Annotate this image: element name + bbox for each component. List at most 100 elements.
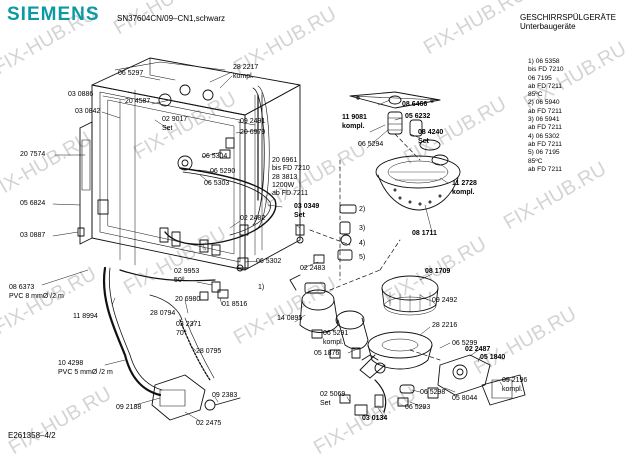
drain-pump <box>339 354 526 416</box>
part-label: PVC 8 mmØ /2 m <box>9 293 64 300</box>
part-label: 02 9017 <box>162 116 188 123</box>
part-label: 28 0795 <box>196 348 222 355</box>
part-label: 06 5297 <box>118 70 144 77</box>
part-label: 02 5069 <box>320 391 346 398</box>
sensor-parts <box>337 204 357 261</box>
callout-number: 5) <box>359 254 366 261</box>
assembly-guides <box>309 133 441 361</box>
brand-logo: SIEMENS <box>7 4 100 25</box>
part-label: 08 1711 <box>412 230 437 237</box>
part-label: 09 2188 <box>116 404 142 411</box>
part-label: 20 6979 <box>240 129 266 136</box>
inlet-valve <box>151 374 241 421</box>
legend-line: ab FD 7211 <box>528 140 562 148</box>
callout-number: 1) <box>258 284 265 291</box>
part-label: 06 5291 <box>323 330 349 337</box>
part-label: 11 8994 <box>73 313 98 320</box>
part-label: 06 5302 <box>256 258 282 265</box>
part-label: Set <box>320 400 331 407</box>
part-label: bis FD 7210 <box>272 165 310 172</box>
part-label: 06 5299 <box>452 340 478 347</box>
part-label: kompl. <box>342 123 365 130</box>
part-label: 05 8044 <box>452 395 478 402</box>
part-label: kompl. <box>233 73 254 80</box>
part-label: 03 0886 <box>68 91 94 98</box>
legend-line: 85ºC <box>528 91 543 99</box>
category-title: GESCHIRRSPÜLGERÄTE <box>520 13 617 22</box>
part-label: 05 6824 <box>20 200 46 207</box>
part-label: 06 5293 <box>405 404 431 411</box>
part-label: 08 6466 <box>402 101 428 108</box>
part-label: 20 6961 <box>272 157 298 164</box>
part-label: 06 5304 <box>202 153 228 160</box>
drain-hose <box>102 266 216 397</box>
part-label: 09 2492 <box>432 297 458 304</box>
part-label: 28 0794 <box>150 310 176 317</box>
part-label: 20 6980 <box>175 296 201 303</box>
part-label: 10 4298 <box>58 360 84 367</box>
part-label: 03 0349 <box>294 203 320 210</box>
part-label: 20 7574 <box>20 151 46 158</box>
part-label: 11 9081 <box>342 114 367 121</box>
part-label: 70º <box>176 330 187 337</box>
part-label: kompl. <box>502 386 523 393</box>
part-label: 02 9953 <box>174 268 200 275</box>
part-label: 02 2475 <box>196 420 222 427</box>
legend-line: ab FD 7211 <box>528 107 562 115</box>
callout-number: 2) <box>359 206 366 213</box>
circulation-pump <box>289 274 369 359</box>
part-label: 05 1876 <box>314 350 340 357</box>
part-label: 1200W <box>272 182 295 189</box>
part-label: 28 2216 <box>432 322 458 329</box>
leader-lines <box>41 71 503 422</box>
part-label: 28 2217 <box>233 64 259 71</box>
part-label: 08 1709 <box>425 268 451 275</box>
pump-sump <box>359 331 433 379</box>
part-label: kompl. <box>452 189 475 196</box>
probe <box>257 94 263 201</box>
part-label: 03 0887 <box>20 232 46 239</box>
part-label: 06 5303 <box>204 180 230 187</box>
part-label: 08 4240 <box>418 129 444 136</box>
part-label: 06 5290 <box>210 168 236 175</box>
part-label: 11 2728 <box>452 180 477 187</box>
part-label: kompl. <box>323 339 344 346</box>
legend-line: ab FD 7211 <box>528 165 562 173</box>
footnote-legend: 1) 06 5358 bis FD 7210 06 7195 ab FD 721… <box>528 58 564 174</box>
part-label: 01 8516 <box>222 301 248 308</box>
legend-line: 3) 06 5941 <box>528 116 560 124</box>
part-label: 28 3813 <box>272 174 298 181</box>
legend-line: 85ºC <box>528 157 543 165</box>
legend-line: ab FD 7211 <box>528 82 562 90</box>
callout-number: 3) <box>359 225 366 232</box>
part-label: ab FD 7211 <box>272 190 309 197</box>
legend-line: 1) 06 5358 <box>528 58 560 65</box>
legend-line: bis FD 7210 <box>528 66 564 74</box>
legend-line: 06 7195 <box>528 74 552 82</box>
heater-element <box>159 167 277 247</box>
legend-line: 2) 06 5940 <box>528 99 560 107</box>
small-parts <box>77 84 325 301</box>
part-label: 20 4587 <box>125 98 151 105</box>
part-label: Set <box>294 212 305 219</box>
part-label: 08 6373 <box>9 284 35 291</box>
part-label: PVC 5 mmØ /2 m <box>58 369 113 376</box>
part-label: 03 0134 <box>362 415 388 422</box>
model-title: SN37604CN/09–CN1,schwarz <box>117 14 226 23</box>
part-label: Set <box>162 125 173 132</box>
part-label: 02 2487 <box>465 346 491 353</box>
part-label: 09 2383 <box>212 392 238 399</box>
sieve-ring <box>381 275 439 316</box>
part-drawing <box>41 57 526 422</box>
legend-line: 5) 06 7195 <box>528 149 560 157</box>
callout-number: 4) <box>359 240 366 247</box>
part-label: 09 2491 <box>240 118 266 125</box>
part-label: 03 0842 <box>75 108 101 115</box>
document-id: E261358–4/2 <box>8 431 56 440</box>
part-label: 06 5298 <box>420 389 446 396</box>
part-label: 06 5294 <box>358 141 384 148</box>
category-subtitle: Unterbaugeräte <box>520 22 576 31</box>
part-label: 02 2483 <box>300 265 326 272</box>
part-label: Set <box>418 138 429 145</box>
